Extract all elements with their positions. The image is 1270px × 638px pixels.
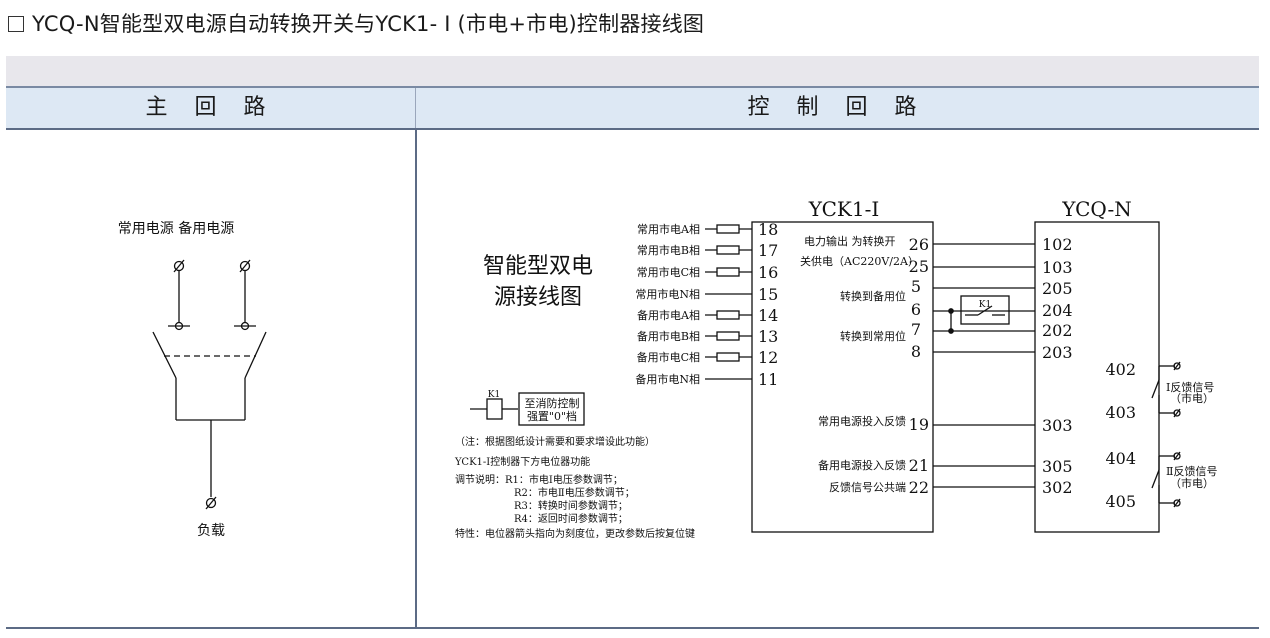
- ctrl-num-5: 5: [911, 277, 921, 296]
- fb-signal-1-line2: （市电）: [1170, 391, 1214, 405]
- fb-num-403: 403: [1105, 403, 1136, 422]
- fire-k1-label: K1: [488, 390, 500, 400]
- terminal-num-17: 17: [758, 241, 778, 260]
- terminal-num-16: 16: [758, 263, 778, 282]
- terminal-num-13: 13: [758, 327, 778, 346]
- table-bottom-rule: [6, 627, 1259, 629]
- fb-backup-label: 备用电源投入反馈: [818, 458, 906, 472]
- terminal-num-11: 11: [758, 370, 778, 389]
- switch-num-205: 205: [1042, 279, 1073, 298]
- controller-box: [751, 221, 934, 533]
- terminal-label-15: 常用市电N相: [635, 287, 700, 301]
- power-out-label-1: 电力输出 为转换开: [804, 234, 896, 248]
- ctrl-num-7: 7: [911, 320, 921, 339]
- switch-name: YCQ-N: [1061, 197, 1132, 221]
- ctrl-num-26: 26: [909, 235, 929, 254]
- ctrl-num-21: 21: [909, 456, 929, 475]
- note-line-5: R3：转换时间参数调节；: [514, 499, 628, 512]
- diagram-group: 常用电源 备用电源 负载: [118, 220, 234, 539]
- header-main-circuit: 主 回 路: [145, 95, 276, 120]
- checkbox-square-icon: [8, 16, 24, 32]
- power-out-label-2: 关供电（AC220V/2A）: [800, 254, 919, 268]
- fb-num-402: 402: [1105, 360, 1136, 379]
- terminal-label-14: 备用市电A相: [637, 308, 700, 322]
- ctrl-num-6: 6: [911, 300, 921, 319]
- relay-k1-label: K1: [979, 300, 991, 310]
- main-circuit-schematic: [152, 259, 267, 510]
- ctrl-num-25: 25: [909, 257, 929, 276]
- switch-num-103: 103: [1042, 258, 1073, 277]
- column-divider: [415, 128, 417, 627]
- terminal-num-15: 15: [758, 285, 778, 304]
- diagram-group: （注：根据图纸设计需要和要求增设此功能） YCK1-Ⅰ控制器下方电位器功能 调节…: [454, 435, 695, 540]
- note-line-6: R4：返回时间参数调节；: [514, 512, 628, 525]
- fb-normal-label: 常用电源投入反馈: [818, 414, 906, 428]
- k1-relay-contact: [948, 295, 1010, 334]
- fb-num-404: 404: [1105, 449, 1136, 468]
- source-labels: 常用电源 备用电源: [118, 220, 234, 237]
- diagram-title-line2: 源接线图: [494, 285, 582, 310]
- fb-common-label: 反馈信号公共端: [829, 481, 906, 494]
- note-line-7: 特性：电位器箭头指向为刻度位，更改参数后按复位键: [455, 527, 695, 540]
- page-title: YCQ-N智能型双电源自动转换开关与YCK1- I (市电+市电)控制器接线图: [8, 8, 704, 38]
- switch-num-202: 202: [1042, 321, 1073, 340]
- fb-num-405: 405: [1105, 492, 1136, 511]
- note-line-2: YCK1-Ⅰ控制器下方电位器功能: [454, 455, 590, 468]
- ctrl-num-22: 22: [909, 478, 929, 497]
- ctrl-num-19: 19: [909, 415, 929, 434]
- diagram-group: 电力输出 为转换开 关供电（AC220V/2A） 转换到备用位 转换到常用位 常…: [800, 234, 919, 494]
- switch-num-102: 102: [1042, 235, 1073, 254]
- table-header-row: 主 回 路 控 制 回 路: [6, 86, 1259, 130]
- load-label: 负载: [197, 523, 225, 539]
- terminal-label-13: 备用市电B相: [637, 329, 700, 343]
- diagram-group: 18 17 16 15 14 13 12 11: [758, 220, 778, 389]
- grey-band: [6, 56, 1259, 86]
- note-line-4: R2：市电Ⅱ电压参数调节；: [514, 486, 635, 499]
- diagram-group: 402 403 404 405: [1105, 360, 1136, 511]
- fb-signal-2-line1: Ⅱ反馈信号: [1166, 465, 1217, 478]
- terminal-label-18: 常用市电A相: [637, 222, 700, 236]
- switch-num-203: 203: [1042, 343, 1073, 362]
- ctrl-num-8: 8: [911, 342, 921, 361]
- diagram-group: 常用市电A相 常用市电B相 常用市电C相 常用市电N相 备用市电A相 备用市电B…: [635, 222, 700, 386]
- fb-signal-1-line1: Ⅰ反馈信号: [1166, 381, 1214, 394]
- fire-text-2: 强置"0"档: [527, 409, 577, 423]
- terminal-label-16: 常用市电C相: [637, 265, 700, 279]
- fire-text-1: 至消防控制: [525, 396, 580, 410]
- terminal-label-11: 备用市电N相: [635, 372, 700, 386]
- switch-num-305: 305: [1042, 457, 1073, 476]
- fb-signal-2-line2: （市电）: [1170, 476, 1214, 490]
- terminal-num-18: 18: [758, 220, 778, 239]
- switch-num-204: 204: [1042, 301, 1073, 320]
- terminal-label-17: 常用市电B相: [637, 243, 700, 257]
- diagram-title-line1: 智能型双电: [483, 254, 593, 279]
- to-backup-label: 转换到备用位: [840, 289, 906, 303]
- diagram-group: Ⅰ反馈信号 （市电） Ⅱ反馈信号 （市电）: [1166, 381, 1217, 490]
- page-title-text: YCQ-N智能型双电源自动转换开关与YCK1- I (市电+市电)控制器接线图: [32, 12, 705, 36]
- diagram-group: 102 103 205 204 202 203 303 305 302: [1042, 235, 1073, 497]
- feedback-contact-1: [1151, 361, 1181, 418]
- switch-num-303: 303: [1042, 416, 1073, 435]
- controller-name: YCK1-Ⅰ: [808, 197, 879, 221]
- header-divider: [415, 88, 416, 128]
- terminal-num-14: 14: [758, 306, 778, 325]
- interconnect-wires: [933, 243, 1035, 488]
- diagram-group: [152, 221, 1181, 533]
- to-normal-label: 转换到常用位: [840, 329, 906, 343]
- fire-control-relay: [470, 392, 585, 426]
- note-line-1: （注：根据图纸设计需要和要求增设此功能）: [455, 435, 655, 448]
- diagram-group: 26 25 5 6 7 8 19 21 22: [909, 235, 929, 497]
- feedback-contact-2: [1151, 451, 1181, 508]
- header-control-circuit: 控 制 回 路: [747, 95, 927, 120]
- terminal-num-12: 12: [758, 348, 778, 367]
- switch-num-302: 302: [1042, 478, 1073, 497]
- terminal-label-12: 备用市电C相: [637, 350, 700, 364]
- left-input-wires: [705, 224, 752, 380]
- note-line-3: 调节说明：R1：市电Ⅰ电压参数调节；: [455, 473, 623, 486]
